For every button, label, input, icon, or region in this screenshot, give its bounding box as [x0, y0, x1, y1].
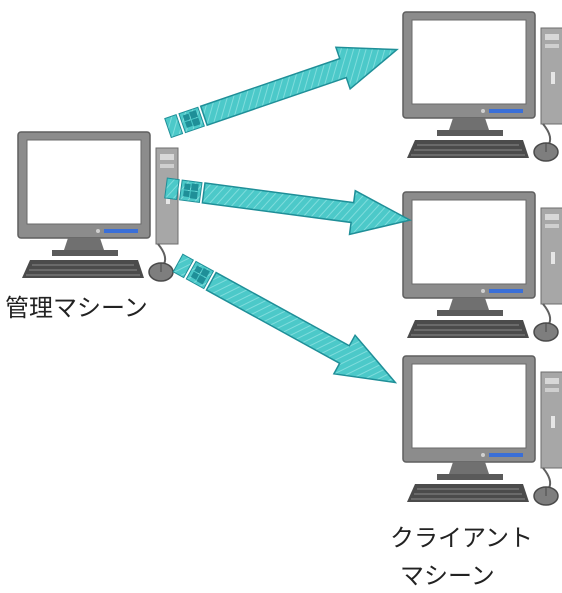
admin-machine-label: 管理マシーン	[5, 294, 148, 322]
client-computer-icon	[402, 355, 562, 506]
client-machine-label: マシーン	[400, 562, 495, 590]
client-computer-icon	[402, 11, 562, 162]
client-computer-icon	[402, 191, 562, 342]
client-machine-label: クライアント	[390, 524, 534, 552]
arrow-icon	[164, 177, 412, 236]
arrow-icon	[164, 46, 399, 139]
arrow-icon	[172, 253, 398, 384]
admin-computer-icon	[17, 131, 179, 282]
